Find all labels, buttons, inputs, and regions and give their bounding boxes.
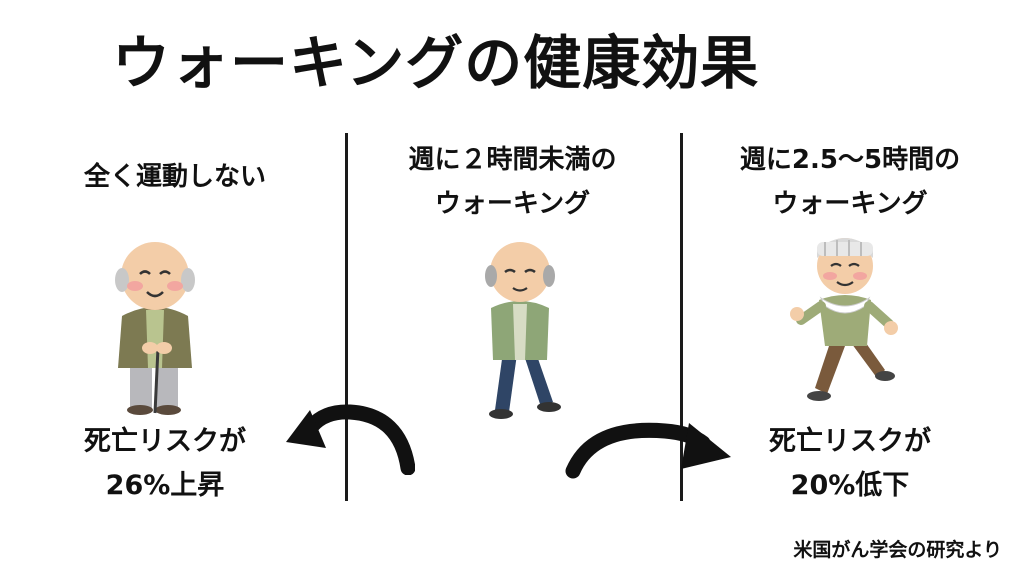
column-heading-no-exercise: 全く運動しない [20,155,330,199]
result-line2: 26%上昇 [105,470,225,501]
divider-left [345,133,348,501]
column-heading-under-2h: 週に２時間未満の ウォーキング [355,138,670,226]
elderly-man-with-cane-icon [115,242,195,415]
result-line1: 死亡リスクが [84,426,246,457]
source-note: 米国がん学会の研究より [793,539,1002,561]
result-line2: 20%低下 [790,470,910,501]
result-line1: 死亡リスクが [769,426,931,457]
column-heading-line1: 週に2.5〜5時間の [739,145,961,175]
elderly-man-walking-icon [485,242,561,419]
column-heading-line1: 全く運動しない [83,162,266,192]
result-no-exercise: 死亡リスクが 26%上昇 [40,420,290,508]
elderly-man-jogging-icon [790,238,898,401]
column-heading-2-5-to-5h: 週に2.5〜5時間の ウォーキング [695,138,1005,226]
column-heading-line2: ウォーキング [434,189,591,219]
column-heading-line2: ウォーキング [772,189,928,219]
page-title: ウォーキングの健康効果 [112,29,760,97]
column-heading-line1: 週に２時間未満の [408,145,617,175]
curved-arrow-left-icon [286,404,415,475]
result-2-5-to-5h: 死亡リスクが 20%低下 [725,420,975,508]
divider-right [680,133,683,501]
curved-arrow-right-icon [565,422,731,479]
